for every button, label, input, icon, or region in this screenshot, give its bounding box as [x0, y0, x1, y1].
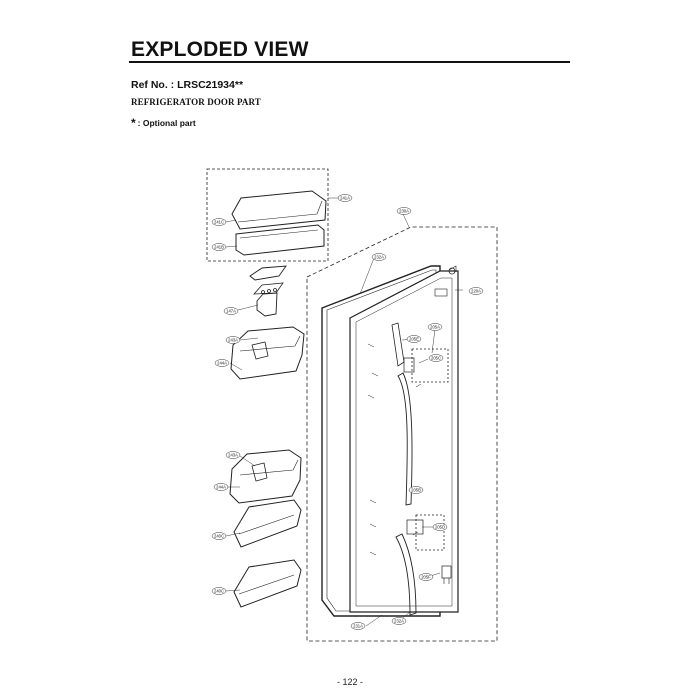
door-bin-240c-bottom — [233, 559, 302, 608]
optional-star: * — [131, 116, 136, 130]
small-tray — [249, 265, 287, 281]
callout-label-text: 232A — [374, 255, 384, 260]
callout-232a-top: 232A — [371, 253, 387, 261]
callout-241b: 241B — [211, 243, 227, 251]
callout-label-text: 205B — [411, 488, 421, 493]
callout-240c-upper: 240C — [211, 532, 227, 540]
handle-bracket-top — [403, 357, 415, 373]
optional-part-note: *: Optional part — [131, 116, 196, 130]
callout-205f: 205F — [418, 573, 434, 581]
handle-main — [397, 372, 413, 506]
callout-label-text: 205A — [430, 325, 440, 330]
callout-240c-lower: 240C — [211, 587, 227, 595]
callout-231a: 231A — [350, 622, 366, 630]
callout-205d: 205D — [432, 523, 448, 531]
mounting-screws — [367, 343, 422, 556]
reference-number: Ref No. : LRSC21934** — [131, 79, 244, 91]
callout-label-text: 240C — [214, 534, 224, 539]
handle-cap-group — [411, 348, 449, 383]
callout-232a-bottom: 232A — [391, 617, 407, 625]
callout-205c: 205C — [428, 354, 444, 362]
callout-label-text: 232A — [394, 619, 404, 624]
callout-label-text: 205D — [435, 525, 445, 530]
optional-parts-box — [206, 168, 329, 262]
callout-220a: 220A — [468, 287, 484, 295]
lower-door-bin — [229, 449, 302, 504]
callout-241a: 241A — [337, 194, 353, 202]
handle-bracket-group — [415, 514, 445, 551]
callout-label-text: 220A — [471, 289, 481, 294]
callout-205b: 205B — [408, 486, 424, 494]
egg-tray — [253, 282, 284, 317]
upper-door-bin — [230, 326, 305, 380]
optional-label: : Optional part — [137, 118, 196, 128]
callout-label-text: 241B — [214, 245, 224, 250]
callout-label-text: 243A — [228, 453, 238, 458]
callout-label-text: 241C — [214, 220, 224, 225]
page-number: - 122 - — [336, 677, 363, 687]
callout-label-text: 244A — [216, 485, 226, 490]
callout-243a-upper: 243A — [225, 336, 241, 344]
optional-shelf — [231, 190, 327, 256]
page-title: EXPLODED VIEW — [131, 38, 309, 61]
section-title: REFRIGERATOR DOOR PART — [131, 97, 261, 107]
callout-labels: 241A 241C 241B 230A 232A 220A 147A 243A … — [211, 194, 484, 630]
callout-label-text: 231A — [353, 624, 363, 629]
callout-label-text: 205F — [421, 575, 431, 580]
title-rule — [129, 61, 570, 63]
callout-label-text: 230A — [399, 209, 409, 214]
callout-230a: 230A — [396, 207, 412, 215]
callout-label-text: 243A — [228, 338, 238, 343]
door-boundary — [306, 226, 498, 642]
callout-205e: 205E — [406, 335, 422, 343]
callout-label-text: 147A — [226, 309, 236, 314]
callout-205a: 205A — [427, 323, 443, 331]
callout-label-text: 241A — [340, 196, 350, 201]
callout-244a-lower: 244A — [213, 483, 229, 491]
callout-label-text: 244A — [217, 361, 227, 366]
lower-hinge — [441, 565, 452, 584]
callout-label-text: 240C — [214, 589, 224, 594]
callout-244a-upper: 244A — [214, 359, 230, 367]
door-body — [349, 265, 459, 613]
callout-243a-lower: 243A — [225, 451, 241, 459]
callout-label-text: 205C — [431, 356, 441, 361]
callout-label-text: 205E — [409, 337, 419, 342]
door-bin-240c-top — [233, 499, 302, 548]
callout-147a: 147A — [223, 307, 239, 315]
handle-lower — [395, 533, 417, 616]
callout-241c: 241C — [211, 218, 227, 226]
